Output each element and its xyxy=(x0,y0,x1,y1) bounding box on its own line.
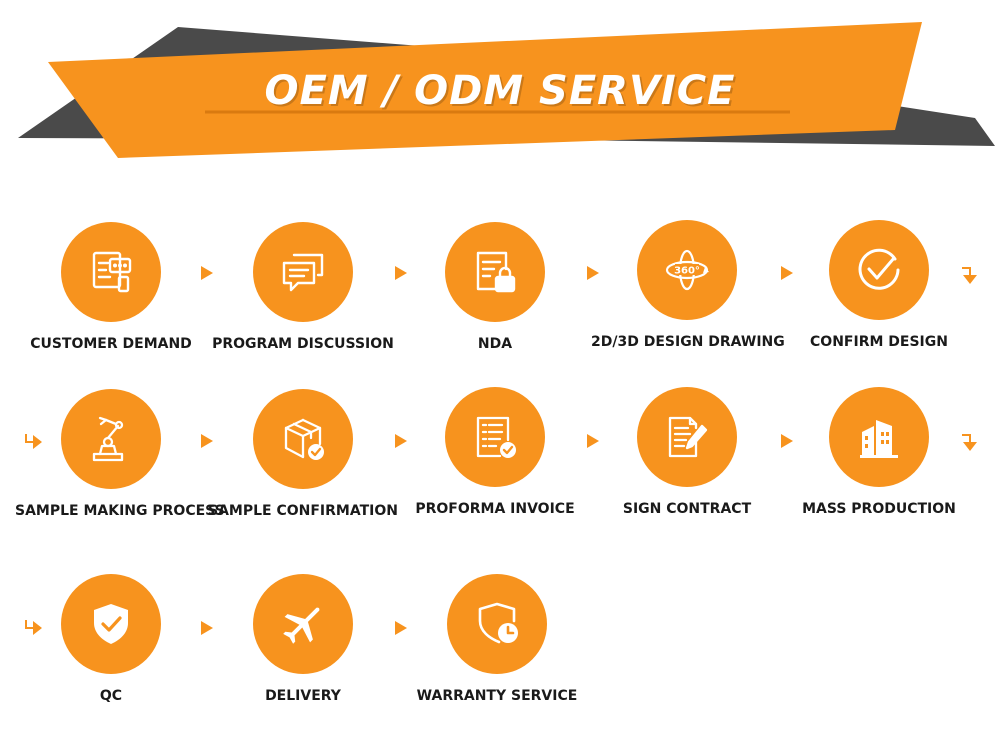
arrow-right-icon xyxy=(394,265,408,281)
page-title: OEM / ODM SERVICE xyxy=(264,68,736,114)
turn-down-arrow-icon xyxy=(960,266,980,286)
invoice-check-icon xyxy=(476,416,516,458)
robot-arm-icon xyxy=(92,416,124,462)
airplane-icon xyxy=(283,607,320,644)
step-design-drawing: 360° 2D/3D DESIGN DRAWING xyxy=(591,220,785,350)
step-label: QC xyxy=(99,688,123,704)
rotate-360-icon: 360° xyxy=(665,249,709,291)
arrow-right-icon xyxy=(586,433,600,449)
document-chat-icon xyxy=(92,251,132,293)
step-mass-production: MASS PRODUCTION xyxy=(783,387,975,517)
step-program-discussion: PROGRAM DISCUSSION xyxy=(207,222,399,352)
step-sample-making: SAMPLE MAKING PROCESS xyxy=(15,389,225,519)
step-proforma-invoice: PROFORMA INVOICE xyxy=(399,387,591,517)
banner-shape xyxy=(18,22,995,158)
arrow-right-icon xyxy=(200,620,214,636)
arrow-right-icon xyxy=(780,265,794,281)
step-label: SAMPLE MAKING PROCESS xyxy=(15,503,225,519)
step-qc: QC xyxy=(15,574,207,704)
step-label: SAMPLE CONFIRMATION xyxy=(208,503,398,519)
arrow-right-icon xyxy=(200,433,214,449)
checkmark-circle-icon xyxy=(858,248,900,290)
factory-building-icon xyxy=(860,420,898,458)
arrow-right-icon xyxy=(780,433,794,449)
step-label: 2D/3D DESIGN DRAWING xyxy=(591,334,785,350)
turn-right-arrow-icon xyxy=(24,618,44,638)
step-label: CUSTOMER DEMAND xyxy=(30,336,192,352)
step-delivery: DELIVERY xyxy=(207,574,399,704)
step-label: CONFIRM DESIGN xyxy=(810,334,948,350)
turn-down-arrow-icon xyxy=(960,433,980,453)
step-label: DELIVERY xyxy=(265,688,341,704)
chat-bubbles-icon xyxy=(282,253,324,292)
step-label: WARRANTY SERVICE xyxy=(416,688,578,704)
arrow-right-icon xyxy=(586,265,600,281)
contract-pen-icon xyxy=(668,416,708,458)
step-sample-confirmation: SAMPLE CONFIRMATION xyxy=(207,389,399,519)
step-warranty-service: WARRANTY SERVICE xyxy=(401,574,593,704)
step-confirm-design: CONFIRM DESIGN xyxy=(783,220,975,350)
step-customer-demand: CUSTOMER DEMAND xyxy=(15,222,207,352)
svg-text:360°: 360° xyxy=(674,266,700,277)
shield-check-icon xyxy=(94,604,128,644)
arrow-right-icon xyxy=(394,620,408,636)
step-label: PROGRAM DISCUSSION xyxy=(212,336,394,352)
step-label: PROFORMA INVOICE xyxy=(415,501,575,517)
document-lock-icon xyxy=(476,251,516,293)
step-sign-contract: SIGN CONTRACT xyxy=(591,387,783,517)
box-check-icon xyxy=(284,418,324,460)
step-label: MASS PRODUCTION xyxy=(802,501,956,517)
shield-clock-icon xyxy=(478,602,518,644)
turn-right-arrow-icon xyxy=(24,432,44,452)
step-label: NDA xyxy=(477,336,513,352)
title-banner: OEM / ODM SERVICE xyxy=(0,0,1000,170)
step-label: SIGN CONTRACT xyxy=(622,501,752,517)
arrow-right-icon xyxy=(200,265,214,281)
step-nda: NDA xyxy=(399,222,591,352)
arrow-right-icon xyxy=(394,433,408,449)
